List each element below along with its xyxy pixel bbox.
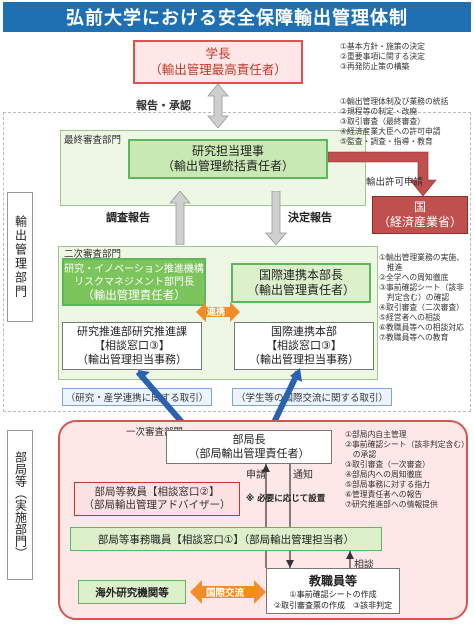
international-office-line2: 【相談窓口③】 bbox=[266, 339, 342, 352]
risk-management-line3: （輸出管理責任者） bbox=[82, 287, 186, 302]
notify-label: 通知 bbox=[293, 470, 313, 481]
first-review-note: ④部局内への周知徹底 bbox=[345, 470, 423, 479]
first-review-note: ②事前確認シート（該非判定含む） bbox=[345, 440, 469, 449]
international-head-box: 国際連携本部長 （輸出管理責任者） bbox=[231, 263, 371, 303]
exchange-label: 国際交流 bbox=[206, 588, 245, 599]
export-permit-label: 輸出許可申請 bbox=[366, 177, 424, 188]
second-review-note: 判定含む）の確認 bbox=[379, 293, 450, 302]
side-label-departments: 部局等（実施部門） bbox=[7, 430, 33, 580]
upper-section-frame bbox=[3, 112, 471, 412]
research-director-title: 研究担当理事 bbox=[191, 144, 264, 158]
cooperation-arrow bbox=[196, 302, 240, 322]
risk-management-head-box: 研究・イノベーション推進機構 リスクマネジメント部門長 （輸出管理責任者） bbox=[62, 258, 206, 306]
first-review-note: ③取引審査（一次審査） bbox=[345, 460, 430, 469]
final-review-label: 最終審査部門 bbox=[64, 135, 122, 146]
president-title: 学長 bbox=[205, 46, 231, 61]
first-review-label: 一次審査部門 bbox=[126, 427, 184, 438]
risk-management-line1: 研究・イノベーション推進機構 bbox=[64, 263, 204, 275]
report-approval-arrow bbox=[207, 84, 229, 128]
research-transaction-label: （研究・産学連携に関する取引） bbox=[62, 388, 212, 406]
final-review-note: ③取引審査（最終審査） bbox=[340, 117, 425, 126]
president-box: 学長 （輸出管理最高責任者） bbox=[133, 40, 303, 84]
dept-head-title: 部局長 bbox=[232, 433, 266, 446]
government-role: （経済産業省） bbox=[377, 215, 462, 229]
research-director-role: （輸出管理統括責任者） bbox=[161, 159, 294, 173]
first-review-note: の承認 bbox=[345, 450, 377, 459]
apply-label: 申請 bbox=[246, 470, 266, 481]
consult-arrow bbox=[346, 551, 354, 569]
first-review-note: ①部局内自主管理 bbox=[345, 430, 407, 439]
second-review-note: ⑤経営者への相談 bbox=[379, 313, 441, 322]
international-head-role: （輸出管理責任者） bbox=[246, 283, 355, 297]
international-office-line1: 国際連携本部 bbox=[271, 325, 337, 338]
second-review-note: ⑥教職員等への相談対応 bbox=[379, 323, 464, 332]
second-review-note: ④取引審査（二次審査） bbox=[379, 303, 464, 312]
staff-title: 教職員等 bbox=[308, 573, 357, 588]
first-review-note: ⑦研究推進部への情報提供 bbox=[345, 500, 438, 509]
second-review-note: ⑦教職員等への教育 bbox=[379, 333, 449, 342]
overseas-institution-box: 海外研究機関等 bbox=[78, 580, 186, 604]
faculty-line1: 部局等教員【相談窓口②】 bbox=[94, 486, 220, 498]
international-head-title: 国際連携本部長 bbox=[258, 268, 343, 282]
staff-box: 教職員等 ①事前確認シートの作成 ②取引審査票の作成 ③該非判定 bbox=[266, 568, 400, 614]
final-review-note: ④経済産業大臣への許可申請 bbox=[340, 127, 441, 136]
second-review-notes: ①輸出管理業務の実施、 推進 ②全学への周知徹底 ③事前確認シート（該非 判定含… bbox=[379, 253, 464, 343]
president-note: ③再発防止策の構築 bbox=[340, 62, 410, 71]
investigation-report-label: 調査報告 bbox=[106, 211, 150, 224]
research-promotion-office-box: 研究推進部研究推進課 【相談窓口③】 （輸出管理担当事務） bbox=[62, 322, 202, 370]
research-promotion-line1: 研究推進部研究推進課 bbox=[77, 325, 187, 338]
second-review-label: 二次審査部門 bbox=[64, 249, 122, 260]
international-office-box: 国際連携本部 【相談窓口③】 （輸出管理担当事務） bbox=[234, 322, 374, 370]
final-review-note: ②規程等の制定・改廃 bbox=[340, 107, 418, 116]
dept-head-box: 部局長 （部局輸出管理責任者） bbox=[166, 430, 332, 464]
faculty-note: ※ 必要に応じて設置 bbox=[246, 494, 326, 504]
government-box: 国 （経済産業省） bbox=[372, 196, 468, 234]
staff-line2: ②取引審査票の作成 ③該非判定 bbox=[273, 600, 393, 610]
final-review-note: ⑤監査・調査・指導・教育 bbox=[340, 137, 433, 146]
president-notes: ①基本方針・施策の決定 ②重要事項に関する決定 ③再発防止策の構築 bbox=[340, 42, 425, 72]
second-review-note: ③事前確認シート（該非 bbox=[379, 283, 464, 292]
page-title: 弘前大学における安全保障輸出管理体制 bbox=[3, 2, 471, 32]
student-transaction-label: （学生等の国際交流に関する取引） bbox=[232, 388, 392, 406]
second-review-note: ①輸出管理業務の実施、 bbox=[379, 253, 464, 262]
risk-management-line2: リスクマネジメント部門長 bbox=[74, 276, 194, 288]
dept-head-role: （部局輸出管理責任者） bbox=[188, 447, 310, 460]
exchange-arrow bbox=[190, 580, 266, 604]
president-note: ②重要事項に関する決定 bbox=[340, 52, 425, 61]
president-role: （輸出管理最高責任者） bbox=[149, 62, 287, 77]
decision-report-label: 決定報告 bbox=[288, 211, 332, 224]
second-review-note: ②全学への周知徹底 bbox=[379, 273, 449, 282]
international-office-line3: （輸出管理担当事務） bbox=[249, 353, 359, 366]
president-note: ①基本方針・施策の決定 bbox=[340, 42, 425, 51]
final-review-note: ①輸出管理体制及び業務の統括 bbox=[340, 97, 449, 106]
report-approval-label: 報告・承認 bbox=[136, 99, 191, 112]
export-permit-arrow bbox=[328, 151, 437, 197]
investigation-report-arrow bbox=[169, 191, 191, 245]
staff-line1: ①事前確認シートの作成 bbox=[289, 589, 377, 599]
research-director-box: 研究担当理事 （輸出管理統括責任者） bbox=[128, 139, 328, 179]
faculty-box: 部局等教員【相談窓口②】 （部局輸出管理アドバイザー） bbox=[74, 482, 240, 516]
side-label-export-dept: 輸出管理部門 bbox=[7, 192, 33, 322]
decision-report-arrow bbox=[265, 191, 287, 245]
research-promotion-line3: （輸出管理担当事務） bbox=[77, 353, 187, 366]
first-review-note: ⑤部局事務に対する指力 bbox=[345, 480, 430, 489]
first-review-note: ⑥管理責任者への報告 bbox=[345, 490, 423, 499]
final-review-notes: ①輸出管理体制及び業務の統括 ②規程等の制定・改廃 ③取引審査（最終審査） ④経… bbox=[340, 97, 448, 147]
first-review-notes: ①部局内自主管理 ②事前確認シート（該非判定含む） の承認 ③取引審査（一次審査… bbox=[345, 430, 469, 510]
government-title: 国 bbox=[413, 200, 426, 214]
cooperation-label: 連携 bbox=[207, 308, 226, 318]
research-promotion-line2: 【相談窓口③】 bbox=[94, 339, 170, 352]
consult-label: 相談 bbox=[354, 560, 374, 571]
office-staff-box: 部局等事務職員【相談窓口①】（部局輸出管理担当者） bbox=[70, 527, 382, 551]
faculty-line2: （部局輸出管理アドバイザー） bbox=[83, 499, 231, 511]
second-review-note: 推進 bbox=[379, 263, 403, 272]
